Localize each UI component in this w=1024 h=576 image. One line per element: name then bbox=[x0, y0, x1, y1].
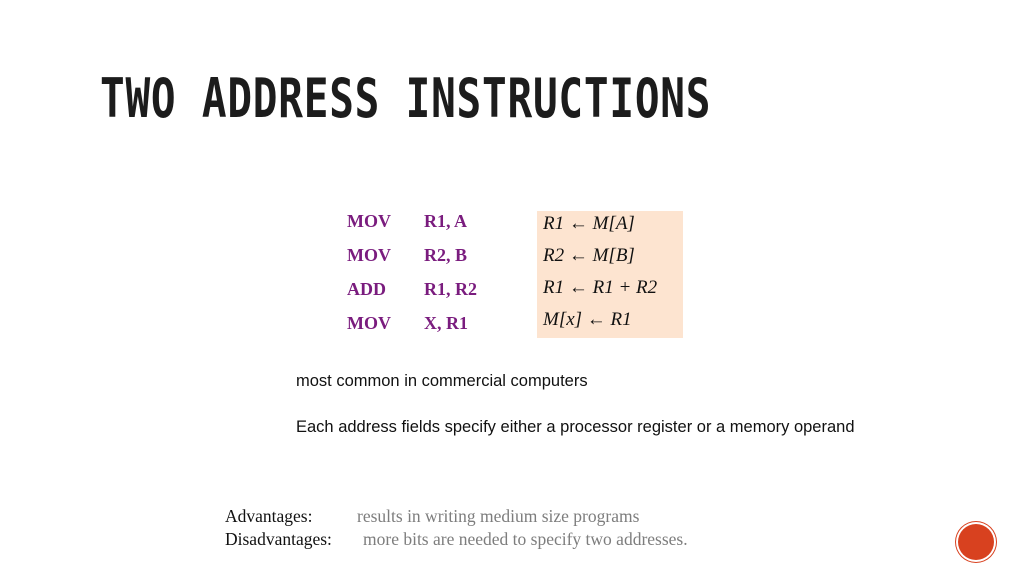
advantages-text: results in writing medium size programs bbox=[357, 506, 640, 526]
assembly-program: MOV R1, A MOV R2, B ADD R1, R2 MOV X, R1 bbox=[347, 208, 477, 344]
register-transfer: R2 ← M[B] bbox=[543, 245, 635, 266]
operands: R1, R2 bbox=[424, 279, 477, 299]
operands: R1, A bbox=[424, 211, 468, 231]
instruction-row: MOV X, R1 bbox=[347, 310, 477, 344]
register-transfer: R1 ← R1 + R2 bbox=[543, 277, 658, 298]
note-line: most common in commercial computers bbox=[296, 372, 588, 390]
opcode: MOV bbox=[347, 245, 391, 265]
opcode: MOV bbox=[347, 313, 391, 333]
opcode: MOV bbox=[347, 211, 391, 231]
instruction-row: MOV R1, A bbox=[347, 208, 477, 242]
disadvantages-text: more bits are needed to specify two addr… bbox=[363, 529, 688, 549]
operands: X, R1 bbox=[424, 313, 468, 333]
register-transfer: R1 ← M[A] bbox=[543, 213, 635, 234]
instruction-row: ADD R1, R2 bbox=[347, 276, 477, 310]
operands: R2, B bbox=[424, 245, 468, 265]
instruction-row: MOV R2, B bbox=[347, 242, 477, 276]
disadvantages-row: Disadvantages: more bits are needed to sp… bbox=[225, 528, 688, 551]
slide-title: TWO ADDRESS INSTRUCTIONS bbox=[100, 67, 712, 130]
register-transfer-box: R1 ← M[A] R2 ← M[B] R1 ← R1 + R2 M[x] ← … bbox=[537, 211, 683, 338]
opcode: ADD bbox=[347, 279, 386, 299]
note-line: Each address fields specify either a pro… bbox=[296, 418, 855, 436]
register-transfer: M[x] ← R1 bbox=[543, 309, 632, 330]
slide-number-badge bbox=[958, 524, 994, 560]
advantages-label: Advantages: bbox=[225, 506, 313, 526]
spacer bbox=[296, 393, 856, 416]
notes: most common in commercial computers Each… bbox=[296, 370, 856, 439]
disadvantages-label: Disadvantages: bbox=[225, 529, 332, 549]
advantages-row: Advantages: results in writing medium siz… bbox=[225, 505, 688, 528]
pros-cons: Advantages: results in writing medium siz… bbox=[225, 505, 688, 551]
